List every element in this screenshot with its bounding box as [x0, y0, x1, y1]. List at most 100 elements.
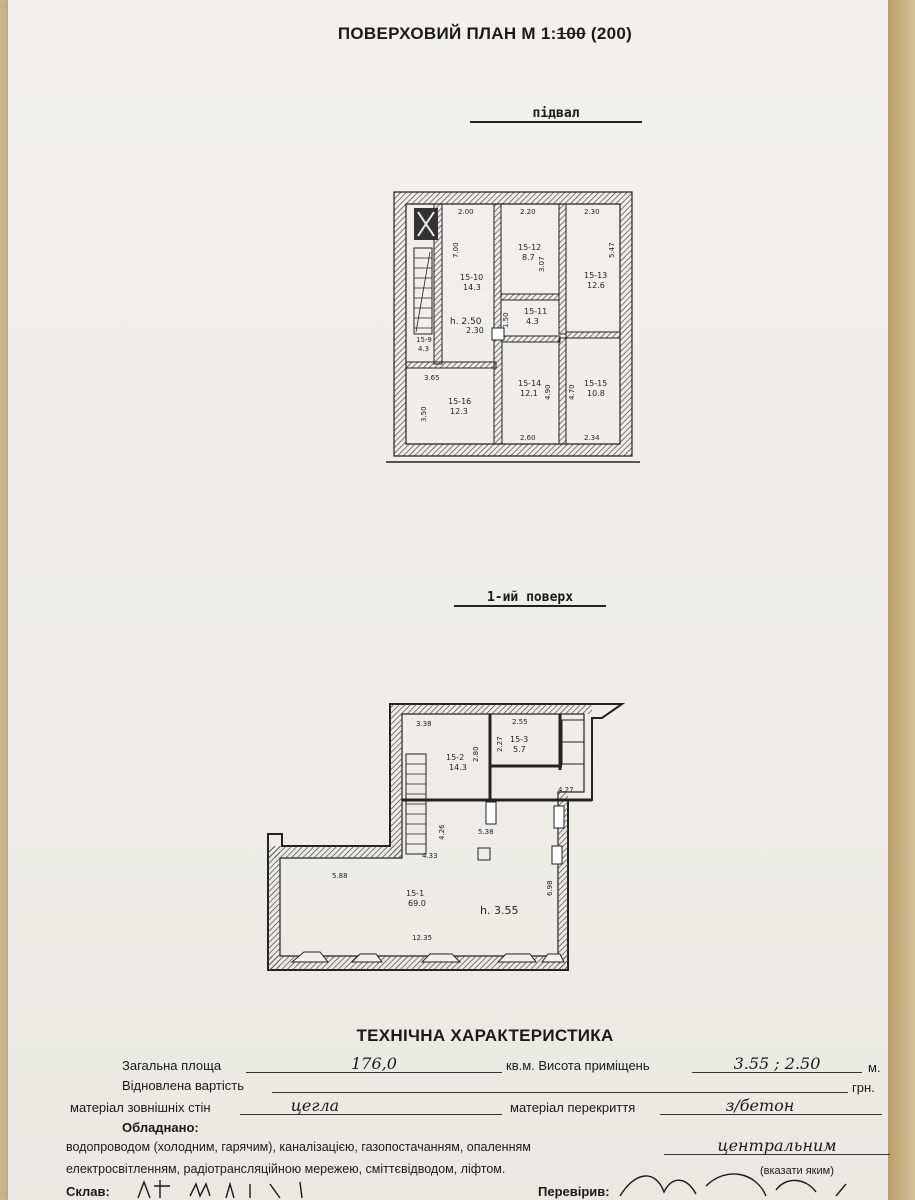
dimension: 5.38 — [478, 828, 494, 836]
room-area: 5.7 — [513, 745, 526, 754]
ceiling-material-label: матеріал перекриття — [510, 1100, 636, 1115]
basement-plan-drawing: 15-10 14.3 15-12 8.7 15-13 12.6 15-11 4.… — [386, 191, 640, 463]
actual-scale: (200) — [590, 24, 633, 43]
room-id: 15-12 — [518, 243, 541, 252]
total-area-value: 176,0 — [351, 1054, 397, 1073]
fixture — [477, 847, 491, 861]
wall — [493, 203, 502, 331]
wall — [558, 792, 568, 970]
dimension: 2.30 — [584, 208, 600, 216]
room-area: 8.7 — [522, 253, 535, 262]
wall-material-line — [240, 1098, 502, 1115]
column — [491, 327, 505, 341]
room-id: 15-10 — [460, 273, 483, 282]
height-label: h. 3.55 — [480, 904, 518, 917]
first-floor-plan-drawing: 15-2 14.3 15-3 5.7 15-1 69.0 h. 3.55 3.3… — [267, 703, 626, 971]
total-area-line — [246, 1056, 502, 1073]
utilities-line-1: водопроводом (холодним, гарячим), каналі… — [66, 1140, 531, 1154]
staircase — [413, 247, 433, 335]
room-area: 14.3 — [463, 283, 481, 292]
wall — [493, 335, 503, 445]
dimension: 2.34 — [584, 434, 600, 442]
basement-label: підвал — [470, 106, 642, 123]
room-id: 15-2 — [446, 753, 464, 762]
wall — [501, 335, 561, 343]
basement-room-labels: 15-10 14.3 15-12 8.7 15-13 12.6 15-11 4.… — [416, 243, 607, 416]
first-floor-label: 1-ий поверх — [454, 590, 606, 607]
dimension: 2.00 — [458, 208, 474, 216]
composed-label: Склав: — [66, 1184, 110, 1199]
dimension: 2.60 — [520, 434, 536, 442]
room-id: 15-3 — [510, 735, 528, 744]
wall — [268, 846, 280, 970]
column — [551, 845, 563, 865]
dimension: 5.88 — [332, 872, 348, 880]
basement-plan: 15-10 14.3 15-12 8.7 15-13 12.6 15-11 4.… — [384, 186, 644, 473]
chimney-cross-icon — [417, 211, 435, 237]
dimension: 6.98 — [546, 880, 554, 896]
wall — [390, 704, 402, 858]
room-id: 15-16 — [448, 397, 471, 406]
specify-note: (вказати яким) — [760, 1165, 834, 1177]
dimension: 7.00 — [452, 242, 460, 258]
equipped-label: Обладнано: — [122, 1120, 199, 1135]
room-id: 15-14 — [518, 379, 541, 388]
utilities-line-2: електросвітленням, радіотрансляційною ме… — [66, 1162, 506, 1176]
column — [485, 801, 497, 825]
room-id: 15-15 — [584, 379, 607, 388]
wall — [500, 293, 560, 301]
height-sub: 2.30 — [466, 326, 484, 335]
document-sheet — [8, 0, 888, 1200]
room-area: 12.1 — [520, 389, 538, 398]
wall-material-label: матеріал зовнішніх стін — [70, 1100, 211, 1115]
dimension: 2.80 — [472, 746, 480, 762]
dimension: 4.27 — [558, 786, 574, 794]
dimension: 4.90 — [544, 384, 552, 400]
room-area: 4.3 — [526, 317, 539, 326]
dimension: 1.50 — [502, 312, 510, 328]
heating-value: центральним — [717, 1136, 837, 1155]
height-line — [692, 1056, 862, 1073]
dimension: 5.47 — [608, 242, 616, 258]
column — [553, 805, 565, 829]
wall — [565, 331, 621, 339]
wall — [558, 203, 567, 335]
meter-unit: м. — [868, 1060, 881, 1075]
total-area-label: Загальна площа — [122, 1058, 222, 1073]
wall — [268, 846, 402, 858]
wall — [402, 704, 592, 714]
dimension: 4.70 — [568, 384, 576, 400]
dimension: 3.50 — [420, 406, 428, 422]
page-title: ПОВЕРХОВИЙ ПЛАН М 1:100 (200) — [0, 24, 915, 44]
dimension: 4.33 — [422, 852, 438, 860]
title-prefix: ПОВЕРХОВИЙ ПЛАН М 1: — [337, 24, 557, 43]
checker-signature — [619, 1173, 847, 1197]
height-value: 3.55 ; 2.50 — [733, 1054, 821, 1073]
room-area: 69.0 — [408, 899, 426, 908]
ceiling-material-value: з/бетон — [725, 1096, 795, 1115]
currency-unit: грн. — [852, 1080, 875, 1095]
first-floor-plan: 15-2 14.3 15-3 5.7 15-1 69.0 h. 3.55 3.3… — [262, 700, 632, 987]
basement-dimensions: 2.00 2.20 2.30 7.00 3.07 5.47 1.50 3.65 … — [420, 208, 616, 442]
room-id: 15-1 — [406, 889, 424, 898]
dimension: 2.55 — [512, 718, 528, 726]
room-area: 12.3 — [450, 407, 468, 416]
wall-material-value: цегла — [290, 1096, 340, 1115]
restored-value-line — [272, 1076, 848, 1093]
room-area: 10.8 — [587, 389, 605, 398]
wall — [558, 337, 567, 445]
window-bays — [290, 951, 565, 963]
dimension: 2.20 — [520, 208, 536, 216]
checked-label: Перевірив: — [538, 1184, 610, 1199]
first-floor-dimensions: 3.38 2.55 2.27 2.80 4.27 5.38 4.33 5.88 … — [332, 718, 574, 942]
dimension: 3.65 — [424, 374, 440, 382]
dimension: 2.27 — [496, 736, 504, 752]
room-area: 14.3 — [449, 763, 467, 772]
wall — [405, 361, 497, 369]
restored-value-label: Відновлена вартість — [122, 1078, 245, 1093]
room-area: 12.6 — [587, 281, 605, 290]
dimension: 4.26 — [438, 824, 446, 840]
struck-scale: 100 — [556, 24, 586, 43]
room-id: 15-11 — [524, 307, 547, 316]
dimension: 3.07 — [538, 256, 546, 272]
